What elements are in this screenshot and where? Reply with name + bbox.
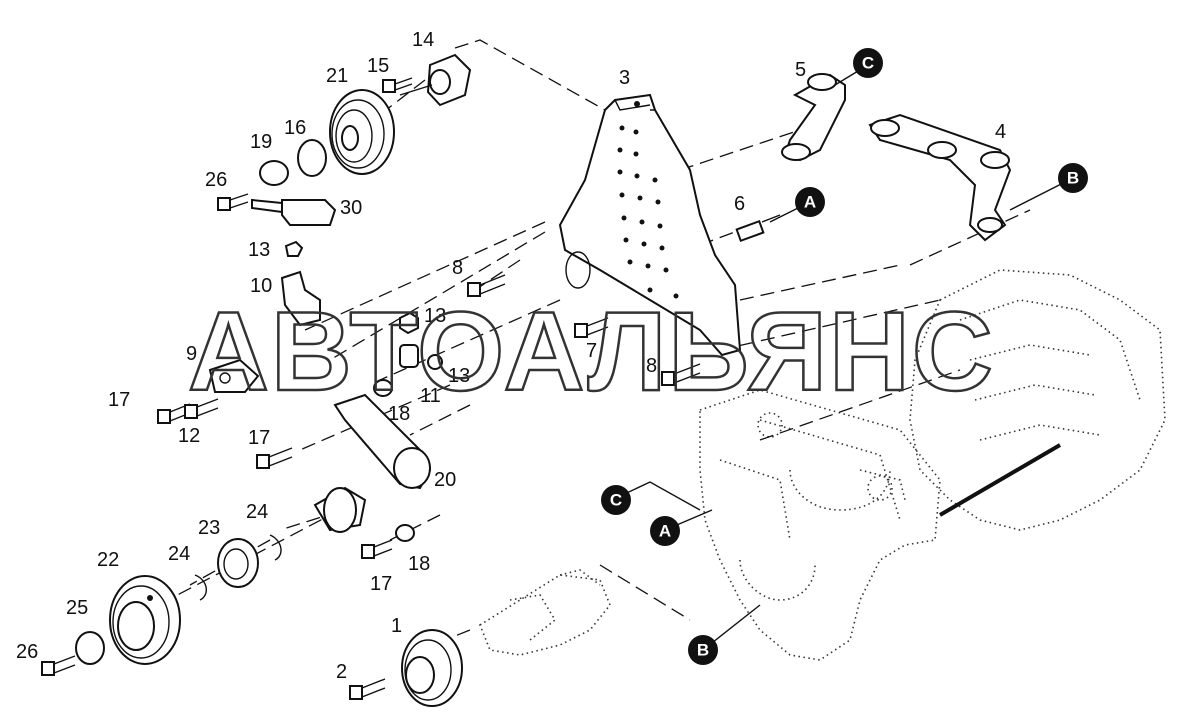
label-6: 6 <box>734 193 745 215</box>
svg-text:C: C <box>610 491 622 510</box>
crankshaft <box>479 569 611 656</box>
flange-14 <box>399 53 472 107</box>
bolt-15 <box>382 77 413 93</box>
label-13b: 13 <box>424 305 446 327</box>
bolt-2 <box>349 678 386 700</box>
svg-text:B: B <box>1067 169 1079 188</box>
label-23: 23 <box>198 517 220 539</box>
callout-c-top: C <box>853 48 883 78</box>
label-4: 4 <box>995 121 1006 143</box>
tensioner-arm-20 <box>313 393 432 533</box>
link-arm-5 <box>781 73 846 162</box>
label-9: 9 <box>186 343 197 365</box>
label-1: 1 <box>391 615 402 637</box>
bearing-16 <box>297 139 327 177</box>
part-labels: 14 15 21 3 5 4 19 16 26 30 6 13 8 10 13 … <box>16 29 1006 683</box>
label-30: 30 <box>340 197 362 219</box>
svg-text:A: A <box>804 193 816 212</box>
label-8a: 8 <box>452 257 463 279</box>
tool-30 <box>251 198 337 226</box>
label-25: 25 <box>66 597 88 619</box>
pin-6 <box>735 214 781 243</box>
bolt-8a <box>467 274 506 297</box>
washer-18b <box>395 524 415 542</box>
bolt-7 <box>574 317 609 338</box>
circlip-24b <box>194 574 207 601</box>
label-20: 20 <box>434 469 456 491</box>
label-11: 11 <box>420 385 441 407</box>
svg-text:A: A <box>659 522 671 541</box>
label-24b: 24 <box>168 543 190 565</box>
callout-b-bottom: B <box>688 635 718 665</box>
label-12: 12 <box>178 425 200 447</box>
label-2: 2 <box>336 661 347 683</box>
bolt-26a <box>217 193 249 211</box>
label-17b: 17 <box>248 427 270 449</box>
label-17a: 17 <box>108 389 130 411</box>
svg-text:B: B <box>697 641 709 660</box>
bracket-10 <box>280 240 321 327</box>
label-17c: 17 <box>370 573 392 595</box>
label-22: 22 <box>97 549 119 571</box>
washer-19 <box>259 160 289 186</box>
bracket-9 <box>208 358 260 393</box>
engine-block <box>699 269 1166 661</box>
label-18a: 18 <box>388 403 410 425</box>
watermark: АВТОАЛЬЯНС <box>188 289 995 414</box>
guide-rod <box>938 443 1062 517</box>
label-13c: 13 <box>448 365 470 387</box>
callout-c-mid: C <box>601 485 631 515</box>
assembly-lines <box>119 39 1031 651</box>
label-24a: 24 <box>246 501 268 523</box>
washer-18a <box>373 379 393 397</box>
label-14: 14 <box>412 29 434 51</box>
label-26b: 26 <box>16 641 38 663</box>
bolt-17c <box>361 539 393 559</box>
callout-a-top: A <box>795 187 825 217</box>
bracket-plate <box>558 93 742 357</box>
pulley-21 <box>329 89 395 175</box>
label-3: 3 <box>619 67 630 89</box>
label-16: 16 <box>284 117 306 139</box>
pulley-22 <box>109 575 181 665</box>
label-18b: 18 <box>408 553 430 575</box>
circlip-24a <box>269 534 282 561</box>
label-15: 15 <box>367 55 389 77</box>
crank-pulley-1 <box>401 629 463 707</box>
bolt-26b <box>41 655 76 676</box>
callout-b-top: B <box>1058 163 1088 193</box>
bolt-8b <box>661 363 701 386</box>
label-8b: 8 <box>646 355 657 377</box>
label-7: 7 <box>586 340 597 362</box>
callout-a-mid: A <box>650 516 680 546</box>
svg-text:C: C <box>862 54 874 73</box>
label-10: 10 <box>250 275 272 297</box>
bolt-12 <box>184 398 219 419</box>
label-5: 5 <box>795 59 806 81</box>
label-26a: 26 <box>205 169 227 191</box>
bolt-17b <box>256 447 293 469</box>
label-13a: 13 <box>248 239 270 261</box>
idler-11 <box>399 311 443 370</box>
bolts <box>41 77 701 700</box>
link-arm-4 <box>868 113 1012 242</box>
label-19: 19 <box>250 131 272 153</box>
label-21: 21 <box>326 65 348 87</box>
washer-25 <box>75 631 105 665</box>
